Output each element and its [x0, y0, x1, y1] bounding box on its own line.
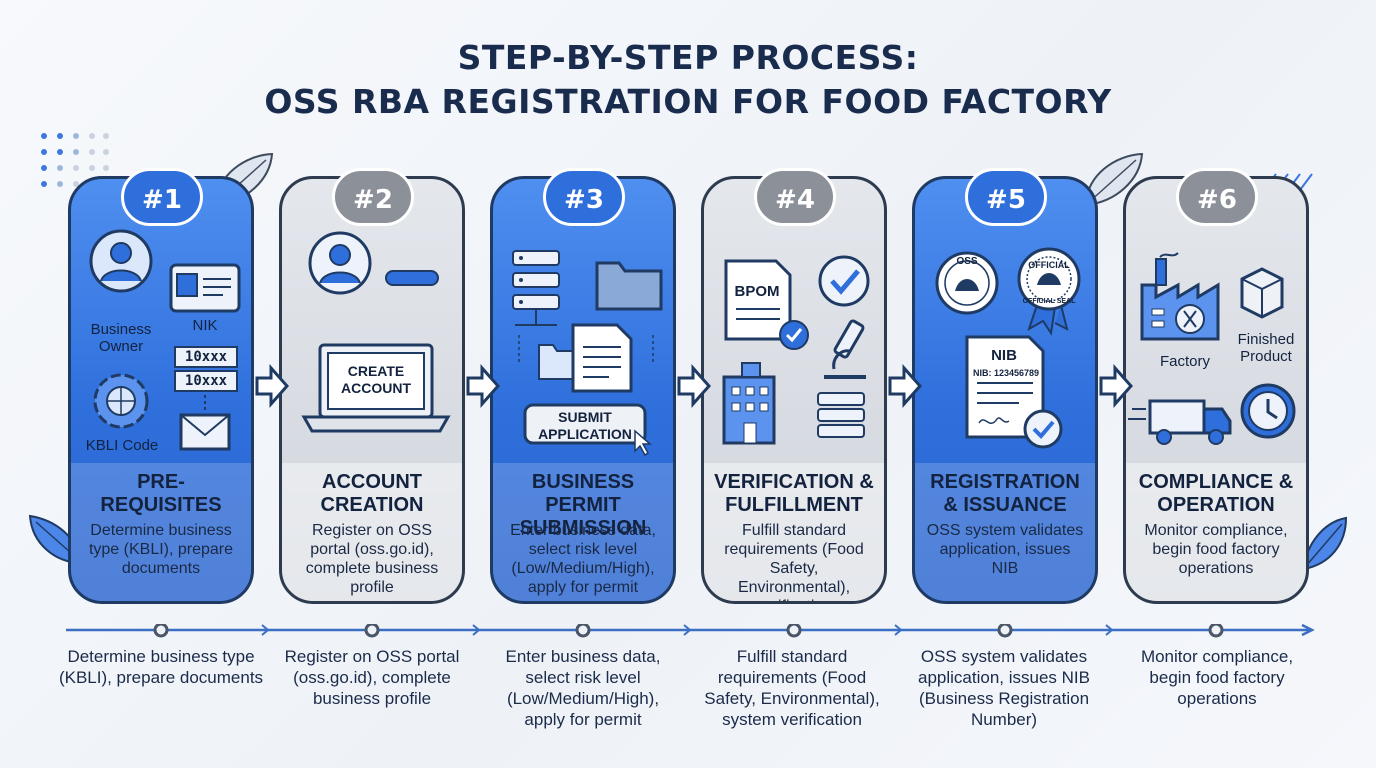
- timeline-caption-1: Determine business type (KBLI), prepare …: [58, 647, 264, 687]
- code-label-2: 10xxx: [184, 373, 228, 389]
- folder-icon: [595, 261, 663, 311]
- official-seal-bottom-label: OFFICIAL SEAL: [1022, 298, 1076, 305]
- step-5-icons: [935, 247, 1081, 449]
- card-lower-panel: [915, 463, 1095, 601]
- bpom-label: BPOM: [734, 283, 780, 300]
- step-4-badge: #4: [754, 168, 836, 226]
- nib-title-label: NIB: [991, 347, 1017, 364]
- input-bar-icon: [385, 270, 439, 286]
- delivery-truck-icon: [1128, 399, 1232, 445]
- envelope-icon: [179, 413, 231, 451]
- step-card-1: Business Owner NIK KBLI Code 10xxx 10xxx…: [68, 176, 254, 604]
- oss-seal-label: OSS: [956, 256, 978, 267]
- step-1-icons: [89, 229, 241, 451]
- step-5-badge: #5: [965, 168, 1047, 226]
- step-3-heading: BUSINESS PERMIT SUBMISSION: [519, 471, 647, 539]
- step-card-6: Factory Finished Product COMPLIANCE & OP…: [1123, 176, 1309, 604]
- microscope-icon: [824, 319, 866, 379]
- timeline-node: [364, 624, 380, 638]
- title-line-1: STEP-BY-STEP PROCESS:: [457, 38, 919, 77]
- step-6-description: Monitor compliance, begin food factory o…: [1144, 522, 1288, 577]
- leaf-icon: [1302, 516, 1348, 571]
- step-card-4: BPOM VERIFICATION & FULFILLMENT Fulfill …: [701, 176, 887, 604]
- official-seal-label: OFFICIAL: [1028, 260, 1070, 270]
- business-owner-label: Business Owner: [90, 321, 152, 355]
- official-seal-icon: [1017, 247, 1081, 336]
- step-card-3: SUBMIT APPLICATION BUSINESS PERMIT SUBMI…: [490, 176, 676, 604]
- step-1-description: Determine business type (KBLI), prepare …: [88, 522, 234, 577]
- finished-product-label: Finished Product: [1237, 331, 1295, 365]
- building-icon: [722, 362, 776, 445]
- nib-number-label: NIB: 123456789: [972, 368, 1040, 378]
- step-4-heading: VERIFICATION & FULFILLMENT: [714, 471, 874, 516]
- product-box-icon: [1240, 267, 1284, 319]
- step-1-badge: #1: [121, 168, 203, 226]
- folder-stack-icon: [538, 344, 574, 380]
- step-2-heading: ACCOUNT CREATION: [320, 471, 424, 516]
- create-account-label: CREATE ACCOUNT: [341, 363, 411, 396]
- timeline-caption-2: Register on OSS portal (oss.go.id), comp…: [284, 647, 460, 708]
- timeline-node: [786, 624, 802, 638]
- code-label-1: 10xxx: [184, 349, 228, 365]
- check-circle-icon: [818, 255, 870, 307]
- timeline-node: [1208, 624, 1224, 638]
- factory-label: Factory: [1159, 353, 1210, 370]
- step-card-5: OSS OFFICIAL OFFICIAL SEAL NIB NIB: 1234…: [912, 176, 1098, 604]
- step-2-badge: #2: [332, 168, 414, 226]
- step-6-icons: [1128, 252, 1296, 445]
- timeline-node: [153, 624, 169, 638]
- laptop-icon: [301, 343, 451, 433]
- submit-button-graphic: [523, 403, 647, 445]
- dot-grid-decoration: [41, 133, 109, 187]
- step-5-heading: REGISTRATION & ISSUANCE: [930, 471, 1080, 516]
- step-5-description: OSS system validates application, issues…: [926, 522, 1084, 577]
- business-owner-icon: [89, 229, 153, 293]
- step-6-badge: #6: [1176, 168, 1258, 226]
- timeline-caption-5: OSS system validates application, issues…: [918, 647, 1090, 729]
- arrow-right-icon: [677, 364, 711, 408]
- timeline: [66, 624, 1315, 638]
- step-4-description: Fulfill standard requirements (Food Safe…: [724, 522, 864, 601]
- timeline-node: [575, 624, 591, 638]
- timeline-node: [997, 624, 1013, 638]
- arrow-right-icon: [255, 364, 289, 408]
- id-card-icon: [169, 263, 241, 313]
- nib-certificate-icon: [965, 335, 1045, 439]
- step-3-description: Enter business data, select risk level (…: [510, 522, 656, 596]
- kbli-code-label: KBLI Code: [85, 437, 159, 454]
- card-lower-panel: [282, 463, 462, 601]
- kbli-gear-icon: [93, 373, 149, 429]
- step-card-2: CREATE ACCOUNT ACCOUNT CREATION Register…: [279, 176, 465, 604]
- arrow-right-icon: [466, 364, 500, 408]
- step-4-icons: [722, 255, 870, 445]
- card-lower-panel: [1126, 463, 1306, 601]
- card-lower-panel: [704, 463, 884, 601]
- card-lower-panel: [71, 463, 251, 601]
- user-avatar-icon: [308, 231, 372, 295]
- arrow-right-icon: [1099, 364, 1133, 408]
- timeline-caption-6: Monitor compliance, begin food factory o…: [1140, 647, 1294, 708]
- submit-application-label: SUBMIT APPLICATION: [538, 409, 632, 442]
- title-line-2: OSS RBA REGISTRATION FOR FOOD FACTORY: [264, 82, 1112, 121]
- factory-icon: [1140, 258, 1220, 341]
- document-icon: [571, 323, 633, 393]
- step-6-heading: COMPLIANCE & OPERATION: [1138, 471, 1294, 516]
- clock-icon: [1240, 383, 1296, 439]
- cursor-icon: [634, 429, 653, 457]
- server-icon: [817, 392, 865, 438]
- timeline-caption-4: Fulfill standard requirements (Food Safe…: [704, 647, 880, 729]
- check-circle-icon: [1023, 409, 1063, 449]
- bpom-document-icon: [724, 259, 809, 350]
- step-3-icons: [512, 250, 663, 457]
- step-2-description: Register on OSS portal (oss.go.id), comp…: [305, 522, 439, 596]
- card-lower-panel: [493, 463, 673, 601]
- step-2-icons: [301, 231, 451, 433]
- step-1-heading: PRE-REQUISITES: [100, 471, 222, 516]
- timeline-caption-3: Enter business data, select risk level (…: [505, 647, 661, 729]
- step-3-badge: #3: [543, 168, 625, 226]
- server-icon: [512, 250, 560, 326]
- nik-label: NIK: [192, 317, 218, 334]
- arrow-right-icon: [888, 364, 922, 408]
- oss-seal-icon: [935, 251, 999, 315]
